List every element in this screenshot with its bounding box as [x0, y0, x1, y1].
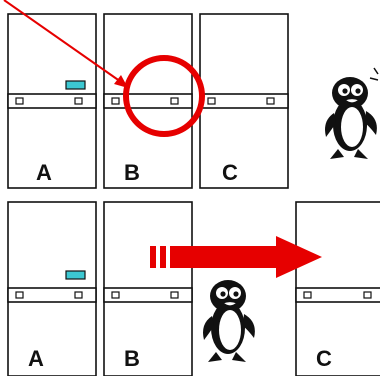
- penguin-icon: [203, 280, 255, 362]
- locker-bottom-b: B: [104, 202, 192, 376]
- indicator-light: [66, 81, 85, 89]
- locker-label: A: [28, 346, 44, 371]
- penguin-icon: [325, 77, 377, 159]
- top-row: A B C: [4, 0, 378, 188]
- locker-bottom-c: C: [296, 202, 380, 376]
- locker-bottom-a: A: [8, 202, 96, 376]
- locker-label: B: [124, 346, 140, 371]
- motion-line: [370, 68, 378, 80]
- locker-label: A: [36, 160, 52, 185]
- locker-top-b: B: [104, 14, 192, 188]
- indicator-light: [66, 271, 85, 279]
- locker-top-a: A: [8, 14, 96, 188]
- locker-label: C: [316, 346, 332, 371]
- locker-top-c: C: [200, 14, 288, 188]
- locker-label: C: [222, 160, 238, 185]
- bottom-row: A B C: [8, 202, 380, 376]
- locker-label: B: [124, 160, 140, 185]
